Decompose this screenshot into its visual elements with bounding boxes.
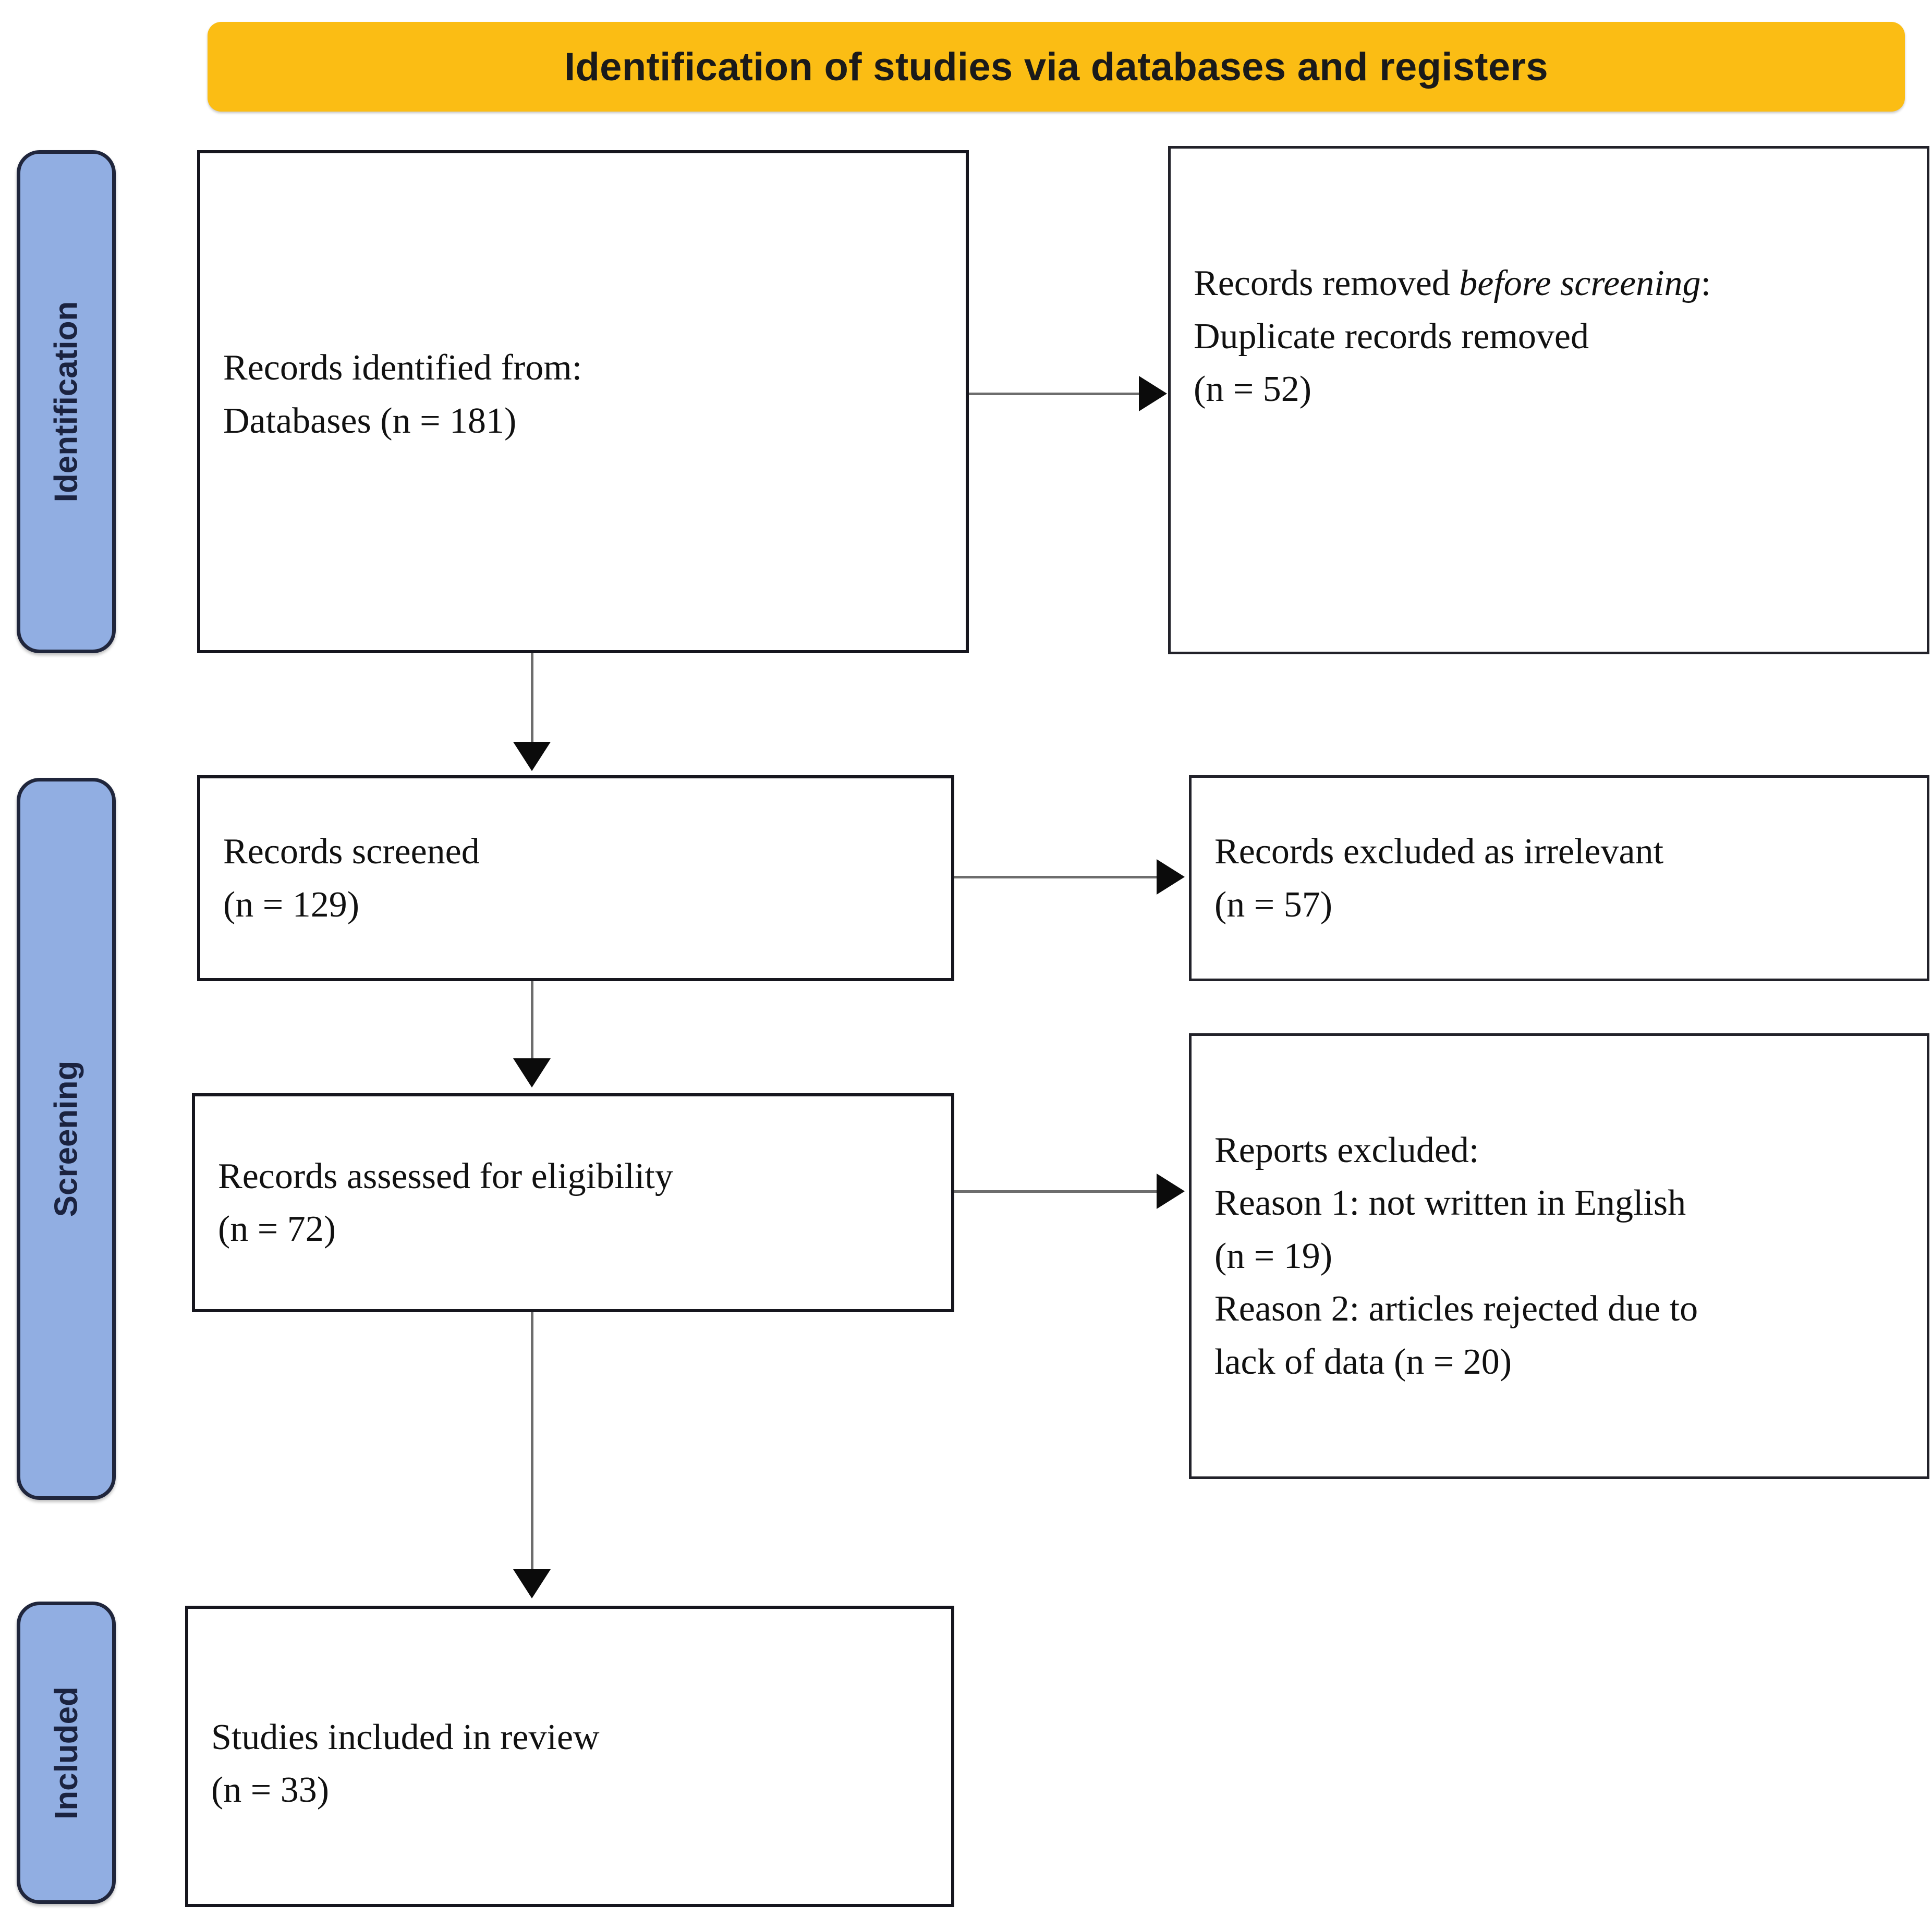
studies-included-line-1: Studies included in review xyxy=(211,1717,600,1757)
diagram-header-banner: Identification of studies via databases … xyxy=(208,22,1905,112)
reports-excluded-line-3: (n = 19) xyxy=(1214,1236,1333,1276)
box-reports-excluded: Reports excluded: Reason 1: not written … xyxy=(1189,1033,1929,1479)
arrow-head-right-icon xyxy=(1157,1174,1185,1209)
arrow-line xyxy=(969,393,1141,395)
arrow-head-right-icon xyxy=(1139,376,1167,411)
arrow-line xyxy=(531,653,533,746)
box-studies-included-in-review: Studies included in review (n = 33) xyxy=(185,1606,954,1907)
arrow-line xyxy=(531,1312,533,1573)
stage-label-screening-text: Screening xyxy=(48,1060,84,1217)
arrow-head-right-icon xyxy=(1157,859,1185,895)
records-removed-prefix: Records removed xyxy=(1194,263,1460,304)
records-excluded-line-2: (n = 57) xyxy=(1214,884,1333,925)
arrow-line xyxy=(531,981,533,1062)
records-identified-line-2: Databases (n = 181) xyxy=(223,400,517,441)
stage-label-included-text: Included xyxy=(48,1686,84,1819)
records-removed-italic: before screening xyxy=(1459,263,1701,304)
records-identified-line-1: Records identified from: xyxy=(223,348,582,388)
stage-label-identification: Identification xyxy=(17,150,116,653)
reports-excluded-line-1: Reports excluded: xyxy=(1214,1130,1479,1170)
records-screened-line-2: (n = 129) xyxy=(223,884,360,925)
box-records-identified: Records identified from: Databases (n = … xyxy=(197,150,969,653)
box-records-screened: Records screened (n = 129) xyxy=(197,775,954,981)
records-assessed-line-2: (n = 72) xyxy=(218,1209,336,1249)
arrow-line xyxy=(954,1190,1159,1193)
records-removed-line-1: Records removed before screening: xyxy=(1194,257,1904,310)
records-excluded-line-1: Records excluded as irrelevant xyxy=(1214,832,1664,872)
stage-label-included: Included xyxy=(17,1602,116,1904)
box-records-removed-before-screening: Records removed before screening: Duplic… xyxy=(1168,146,1929,654)
arrow-head-down-icon xyxy=(513,1058,551,1088)
reports-excluded-line-4: Reason 2: articles rejected due to xyxy=(1214,1289,1698,1329)
arrow-head-down-icon xyxy=(513,1569,551,1598)
records-removed-suffix: : xyxy=(1700,263,1711,304)
reports-excluded-line-2: Reason 1: not written in English xyxy=(1214,1183,1686,1224)
records-screened-line-1: Records screened xyxy=(223,832,480,872)
arrow-line xyxy=(954,876,1159,878)
diagram-title: Identification of studies via databases … xyxy=(564,44,1548,89)
arrow-head-down-icon xyxy=(513,742,551,771)
stage-label-screening: Screening xyxy=(17,778,116,1500)
records-assessed-line-1: Records assessed for eligibility xyxy=(218,1156,673,1196)
box-records-excluded-as-irrelevant: Records excluded as irrelevant (n = 57) xyxy=(1189,775,1929,981)
reports-excluded-line-5: lack of data (n = 20) xyxy=(1214,1341,1512,1382)
studies-included-line-2: (n = 33) xyxy=(211,1770,330,1810)
box-records-assessed-for-eligibility: Records assessed for eligibility (n = 72… xyxy=(192,1093,954,1312)
records-removed-line-2: Duplicate records removed xyxy=(1194,316,1589,357)
stage-label-identification-text: Identification xyxy=(48,301,84,503)
records-removed-line-3: (n = 52) xyxy=(1194,369,1312,410)
